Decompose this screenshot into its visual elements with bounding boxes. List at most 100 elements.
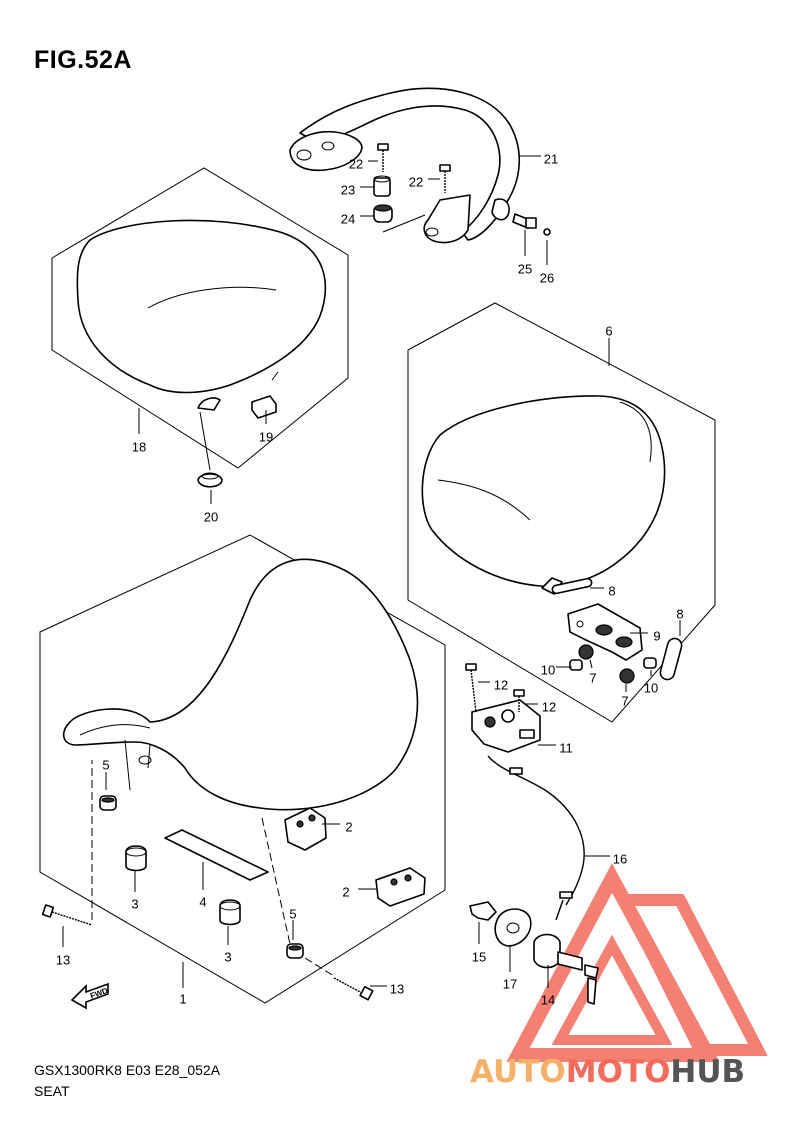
callout-5: 5 [102, 757, 110, 790]
lock-holder-17 [494, 908, 532, 947]
callout-20: 20 [204, 490, 218, 524]
callout-number: 20 [204, 509, 218, 524]
front-seat-1 [62, 558, 419, 811]
callout-3: 3 [224, 926, 232, 964]
bracket-2-a [284, 807, 327, 851]
cushion-5-b [261, 817, 304, 959]
callout-number: 8 [676, 606, 683, 621]
callout-number: 9 [653, 628, 660, 643]
callout-8: 8 [590, 583, 616, 598]
bolt-22-a [377, 143, 389, 172]
callout-number: 16 [613, 851, 627, 866]
svg-text:FWD: FWD [89, 986, 109, 1001]
callout-22: 22 [409, 174, 440, 189]
grab-rail [289, 87, 520, 244]
callout-number: 14 [541, 992, 555, 1007]
bolt-22-b [439, 164, 451, 193]
callout-leader-line [589, 659, 593, 669]
cushion-10-b [643, 657, 657, 669]
callout-number: 7 [589, 670, 596, 685]
callout-21: 21 [520, 151, 558, 166]
callout-number: 21 [544, 151, 558, 166]
assembly-outline-1 [39, 534, 446, 1004]
section-name: SEAT [34, 1083, 70, 1099]
cushion-3-b [219, 899, 241, 926]
callout-2: 2 [342, 884, 376, 899]
callout-number: 13 [56, 952, 70, 967]
callout-5: 5 [289, 906, 297, 940]
callout-10: 10 [541, 662, 572, 677]
callout-25: 25 [518, 230, 532, 276]
bracket-9 [567, 603, 643, 661]
callout-number: 11 [559, 740, 573, 755]
key-cylinder-14 [533, 933, 599, 1005]
callout-number: 6 [605, 323, 612, 338]
callout-14: 14 [541, 965, 555, 1007]
bolt-25 [512, 213, 537, 229]
callout-number: 5 [102, 757, 109, 772]
callout-11: 11 [538, 740, 573, 755]
callout-number: 2 [345, 819, 352, 834]
callout-number: 25 [518, 261, 532, 276]
bolt-13-b [304, 957, 374, 1001]
bolt-12-a [465, 663, 477, 713]
callout-number: 12 [494, 677, 508, 692]
forward-arrow-icon: FWD [70, 982, 109, 1010]
assembly-outline-18 [51, 167, 349, 469]
callout-15: 15 [472, 922, 486, 964]
bolt-13-a [41, 760, 93, 926]
cushion-19 [251, 395, 277, 419]
callout-2: 2 [322, 819, 353, 834]
bracket-2-b [375, 867, 426, 907]
bolt-12-b [513, 689, 525, 712]
cushion-24 [373, 204, 393, 223]
callout-number: 19 [259, 429, 273, 444]
callout-number: 5 [289, 906, 296, 921]
collar-23 [373, 175, 391, 197]
cushion-10-a [569, 659, 583, 671]
callout-24: 24 [341, 211, 374, 226]
clip-15 [469, 901, 497, 921]
seat-lock-11 [471, 699, 541, 753]
callout-number: 22 [349, 156, 363, 171]
callout-13: 13 [370, 981, 404, 996]
callout-number: 4 [199, 894, 206, 909]
callout-number: 18 [132, 439, 146, 454]
grommet-20 [197, 472, 223, 488]
callout-number: 7 [621, 693, 628, 708]
cushion-5-a [99, 795, 117, 811]
callout-number: 8 [608, 583, 615, 598]
callout-13: 13 [56, 926, 70, 967]
rubber-band-8 [659, 637, 683, 681]
callout-22: 22 [349, 156, 378, 171]
pad-4 [164, 829, 269, 881]
callout-7: 7 [589, 659, 597, 685]
model-code: GSX1300RK8 E03 E28_052A [34, 1062, 221, 1078]
callout-number: 2 [342, 884, 349, 899]
callout-number: 17 [503, 976, 517, 991]
callout-10: 10 [644, 670, 658, 695]
callout-number: 12 [542, 699, 556, 714]
callout-number: 1 [179, 991, 186, 1006]
cushion-3-a [125, 845, 147, 872]
callout-19: 19 [259, 410, 273, 444]
callout-12: 12 [478, 677, 508, 692]
rear-seat-6 [421, 395, 666, 595]
callout-17: 17 [503, 945, 517, 991]
callout-16: 16 [585, 851, 627, 866]
callout-9: 9 [630, 628, 661, 643]
callout-number: 22 [409, 174, 423, 189]
seat-cover-18 [76, 219, 327, 471]
callout-number: 23 [341, 182, 355, 197]
watermark-text: AUTOMOTOHUB [470, 1054, 745, 1090]
callout-26: 26 [540, 240, 554, 285]
callout-number: 10 [644, 680, 658, 695]
nut-7-b [619, 668, 635, 684]
callout-number: 13 [390, 981, 404, 996]
callout-18: 18 [132, 408, 146, 454]
callout-6: 6 [605, 323, 613, 366]
callout-4: 4 [199, 862, 207, 909]
seat-lock-cable-16 [487, 755, 585, 921]
callout-number: 26 [540, 270, 554, 285]
